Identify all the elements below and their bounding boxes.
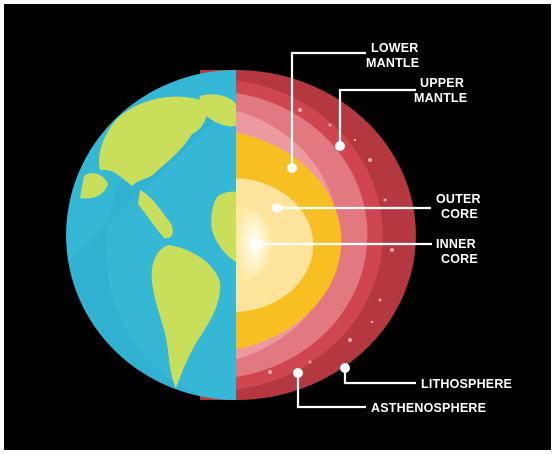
lithosphere-label: LITHOSPHERE	[421, 377, 512, 391]
asthenosphere-label: ASTHENOSPHERE	[371, 401, 486, 415]
upper-mantle-label-line1: UPPER	[420, 76, 464, 90]
continents	[80, 94, 236, 388]
earth-globe-hemisphere	[66, 70, 237, 400]
upper-mantle-dot	[335, 141, 345, 151]
outer-core-dot	[272, 203, 282, 213]
leader-dots	[254, 141, 350, 378]
earth-cutaway	[200, 70, 416, 400]
upper-mantle-line	[338, 88, 416, 146]
outer-core-label-line2: CORE	[441, 207, 478, 221]
inner-core-dot	[254, 239, 264, 249]
lower-mantle-label-line1: LOWER	[371, 41, 419, 55]
layer-labels: LOWER MANTLE UPPER MANTLE OUTER CORE INN…	[366, 41, 512, 415]
lithosphere-dot	[340, 363, 350, 373]
leader-lines	[259, 51, 432, 409]
lithosphere-line	[343, 368, 416, 385]
upper-mantle-label-line2: MANTLE	[414, 91, 467, 105]
inner-core-label-line2: CORE	[441, 252, 478, 266]
ocean-shade	[70, 100, 236, 400]
inner-core-label-line1: INNER	[436, 237, 476, 251]
lower-mantle-dot	[287, 163, 297, 173]
asthenosphere-dot	[293, 368, 303, 378]
lower-mantle-label-line2: MANTLE	[366, 56, 419, 70]
lower-mantle-line	[290, 51, 366, 166]
asthenosphere-line	[296, 373, 366, 409]
outer-core-label-line1: OUTER	[436, 192, 481, 206]
